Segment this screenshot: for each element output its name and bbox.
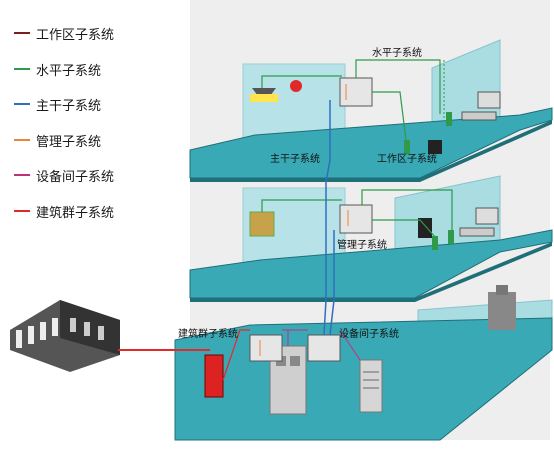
camera-icon <box>290 80 302 92</box>
campus-cable <box>222 329 250 381</box>
patch-panel-icon <box>249 77 373 362</box>
outlet-icon <box>404 112 454 250</box>
backbone-cable <box>323 100 335 336</box>
legend-label: 建筑群子系统 <box>36 205 115 221</box>
legend-item-management: 管理子系统 <box>10 131 180 167</box>
legend: 工作区子系统 水平子系统 主干子系统 管理子系统 设备间子系统 建筑群子系统 <box>10 24 180 237</box>
tall-building-icon <box>488 285 516 330</box>
ceiling-lamp-icon <box>250 88 278 102</box>
legend-item-campus: 建筑群子系统 <box>10 202 180 238</box>
label-equipment-room: 设备间子系统 <box>339 327 399 340</box>
legend-label: 设备间子系统 <box>36 170 115 185</box>
legend-label: 管理子系统 <box>36 134 102 150</box>
legend-item-horizontal: 水平子系统 <box>10 60 180 96</box>
server-tower-icon <box>359 359 383 413</box>
equipment-cable <box>282 329 361 361</box>
legend-item-backbone: 主干子系统 <box>10 95 180 131</box>
legend-swatch <box>14 67 30 70</box>
legend-swatch <box>14 138 30 141</box>
legend-item-work-area: 工作区子系统 <box>10 24 180 60</box>
label-campus: 建筑群子系统 <box>178 327 238 340</box>
legend-swatch <box>14 103 30 105</box>
floor2-slab-edge <box>190 242 552 302</box>
legend-label: 工作区子系统 <box>36 28 115 43</box>
patch-cord <box>259 84 349 356</box>
computer-icon <box>461 91 501 121</box>
horizontal-cable <box>261 59 453 239</box>
legend-swatch <box>14 174 30 176</box>
campus-building-icon <box>10 300 120 372</box>
legend-swatch <box>14 209 30 212</box>
legend-label: 水平子系统 <box>36 63 102 79</box>
legend-label: 主干子系统 <box>36 99 102 114</box>
label-work-area: 工作区子系统 <box>377 152 437 165</box>
label-horizontal: 水平子系统 <box>372 46 422 59</box>
legend-swatch <box>14 32 30 34</box>
picture-icon <box>249 211 275 237</box>
phone-icon <box>418 218 432 238</box>
campus-cabinet-icon <box>204 354 224 398</box>
computer-icon <box>459 207 499 237</box>
fax-icon <box>428 140 442 154</box>
label-management: 管理子系统 <box>337 238 387 251</box>
legend-item-equipment-room: 设备间子系统 <box>10 166 180 202</box>
label-backbone: 主干子系统 <box>270 152 320 165</box>
